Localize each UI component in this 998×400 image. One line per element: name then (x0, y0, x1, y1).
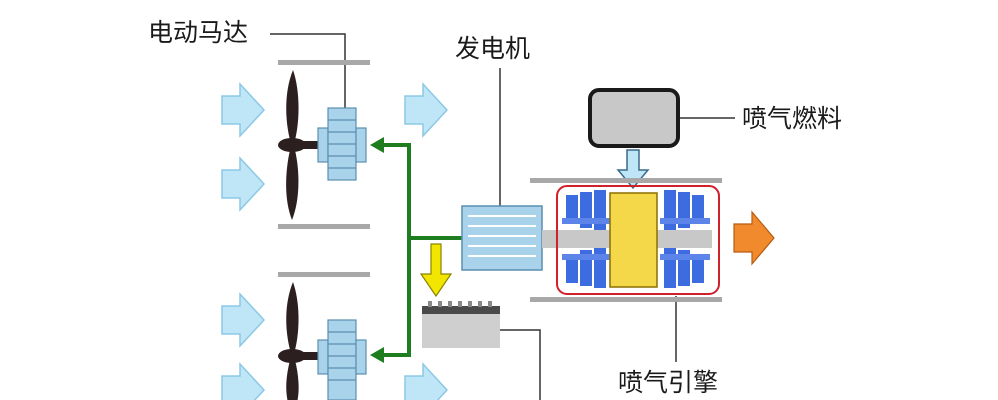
motor-label: 电动马达 (148, 18, 249, 47)
propeller-icon (278, 282, 322, 400)
jet-engine-icon (530, 178, 722, 302)
fuel-label: 喷气燃料 (742, 104, 843, 133)
top-duct-upper (278, 60, 370, 65)
bottom-duct-upper (278, 272, 370, 277)
compressor (562, 190, 612, 288)
combustor (609, 192, 658, 288)
propeller-icon (278, 70, 322, 220)
motor-icon (317, 107, 367, 181)
leader-lines (270, 33, 735, 400)
top-fan-unit (221, 60, 449, 229)
exhaust-arrow-icon (733, 210, 775, 266)
engine-label: 喷气引擎 (618, 368, 719, 397)
fuel-tank-icon (588, 88, 680, 148)
engine-casing (556, 185, 720, 295)
inflow-arrow-icon (221, 82, 449, 212)
power-arrowheads (370, 137, 384, 363)
turbine (660, 190, 710, 288)
motor-leader-line (270, 33, 346, 108)
inflow-arrow-icon (221, 292, 449, 400)
top-duct-lower (278, 224, 370, 229)
battery-leader-line (500, 329, 541, 400)
power-lines (382, 143, 462, 357)
battery-icon (422, 301, 500, 348)
generator-icon (461, 205, 543, 271)
engine-nacelle-upper (530, 178, 722, 183)
engine-nacelle-lower (530, 297, 722, 302)
generator-label: 发电机 (455, 34, 531, 63)
bottom-fan-unit (221, 272, 449, 400)
motor-icon (317, 319, 367, 400)
battery-charge-arrow-icon (419, 243, 453, 298)
